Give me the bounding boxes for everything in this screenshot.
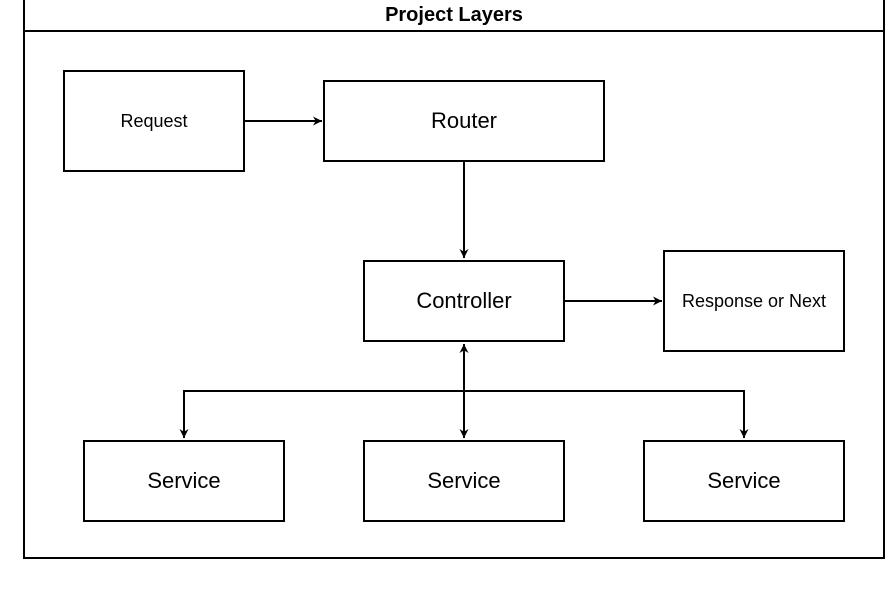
service-node-left: Service bbox=[83, 440, 285, 522]
service-label: Service bbox=[707, 468, 781, 493]
response-node: Response or Next bbox=[663, 250, 845, 352]
request-node: Request bbox=[63, 70, 245, 172]
service-label: Service bbox=[147, 468, 221, 493]
controller-label: Controller bbox=[416, 288, 512, 313]
project-layers-container: Project Layers bbox=[23, 0, 885, 559]
response-label: Response or Next bbox=[681, 290, 827, 311]
router-label: Router bbox=[430, 108, 498, 133]
diagram-title: Project Layers bbox=[385, 4, 523, 26]
service-label: Service bbox=[427, 468, 501, 493]
router-node: Router bbox=[323, 80, 605, 162]
service-node-right: Service bbox=[643, 440, 845, 522]
request-label: Request bbox=[120, 110, 188, 131]
container-header: Project Layers bbox=[25, 0, 883, 32]
controller-node: Controller bbox=[363, 260, 565, 342]
service-node-middle: Service bbox=[363, 440, 565, 522]
